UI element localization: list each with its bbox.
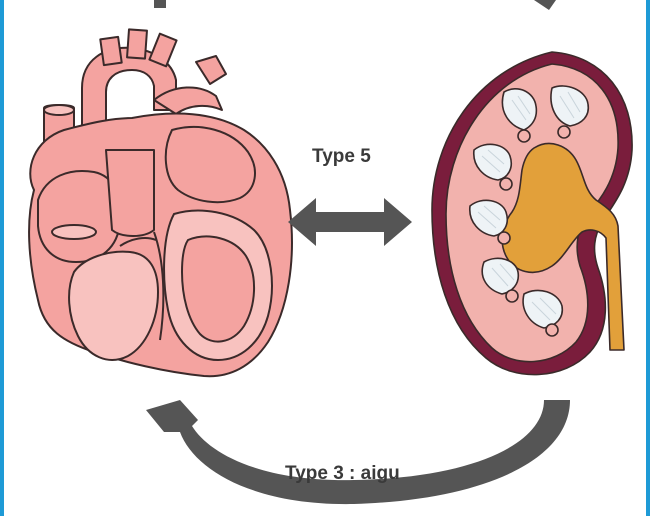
heart-valve-line (119, 237, 157, 247)
cardiorenal-diagram (28, 0, 633, 505)
kidney-pyramid-5 (481, 257, 520, 295)
kidney-pyramid-1 (501, 88, 538, 131)
kidney-pyramid-striations (477, 91, 581, 321)
heart-illustration (28, 28, 293, 378)
kidney-pelvis (501, 142, 625, 351)
kidney-illustration (431, 51, 633, 376)
kidney-pyramids (469, 85, 590, 329)
aorta-branch-3 (148, 32, 178, 68)
type5-label: Type 5 (312, 146, 371, 167)
type3-label: Type 3 : aigu (285, 463, 400, 484)
kidney-pyramid-6 (522, 289, 564, 329)
heart-left-ventricle-inner (181, 235, 256, 343)
heart-valve-opening (51, 224, 97, 240)
heart-left-atrium (164, 126, 256, 204)
aorta-branch-2 (126, 28, 148, 60)
curved-arrow-icon (146, 400, 570, 505)
heart-pulmonary-artery (153, 86, 223, 115)
curved-arrow-body (146, 400, 570, 505)
heart-pulmonary-branch (195, 55, 227, 85)
top-left-arrow-fragment (154, 0, 166, 8)
aorta-branch-1 (99, 35, 123, 67)
double-arrow-icon (288, 198, 412, 246)
heart-septum (153, 231, 165, 341)
heart-right-ventricle (68, 250, 159, 361)
heart-aortic-trunk (105, 149, 155, 237)
kidney-pyramid-3 (473, 143, 513, 181)
kidney-pyramid-4 (469, 199, 509, 237)
kidney-calyces (497, 125, 571, 337)
top-right-arrow-fragment (534, 0, 556, 10)
